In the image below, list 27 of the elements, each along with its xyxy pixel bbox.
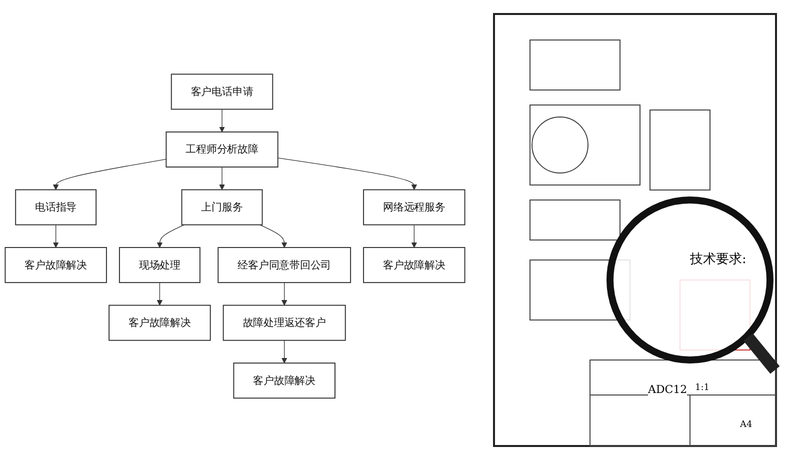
arrow <box>281 340 288 364</box>
node-box: 网络远程服务 <box>363 189 466 226</box>
arrow <box>219 166 225 190</box>
node-box: 客户故障解决 <box>363 246 466 283</box>
arrow <box>219 108 225 132</box>
title-block-text: A4 <box>740 420 752 430</box>
node-box: 上门服务 <box>181 189 263 226</box>
node-box: 电话指导 <box>15 189 97 226</box>
node-box: 客户故障解决 <box>4 246 107 283</box>
node-box: 现场处理 <box>118 246 200 283</box>
node-box: 故障处理返还客户 <box>222 304 346 341</box>
arrow <box>281 282 288 306</box>
title-block-text: ADC12 <box>648 383 688 396</box>
node-box: 客户电话申请 <box>170 74 274 110</box>
node-box: 经客户同意带回公司 <box>218 246 352 283</box>
node-box: 客户故障解决 <box>108 304 211 341</box>
arrow <box>156 282 163 306</box>
arrow <box>278 157 418 190</box>
node-box: 工程师分析故障 <box>166 131 278 168</box>
node-box: 客户故障解决 <box>233 362 336 398</box>
arrow <box>411 224 418 248</box>
arrow <box>260 224 288 248</box>
arrow <box>156 224 185 248</box>
arrow <box>52 158 167 190</box>
heading-text: 技术要求: <box>690 250 746 268</box>
arrow <box>52 224 59 248</box>
title-block-text: 1:1 <box>695 383 710 393</box>
